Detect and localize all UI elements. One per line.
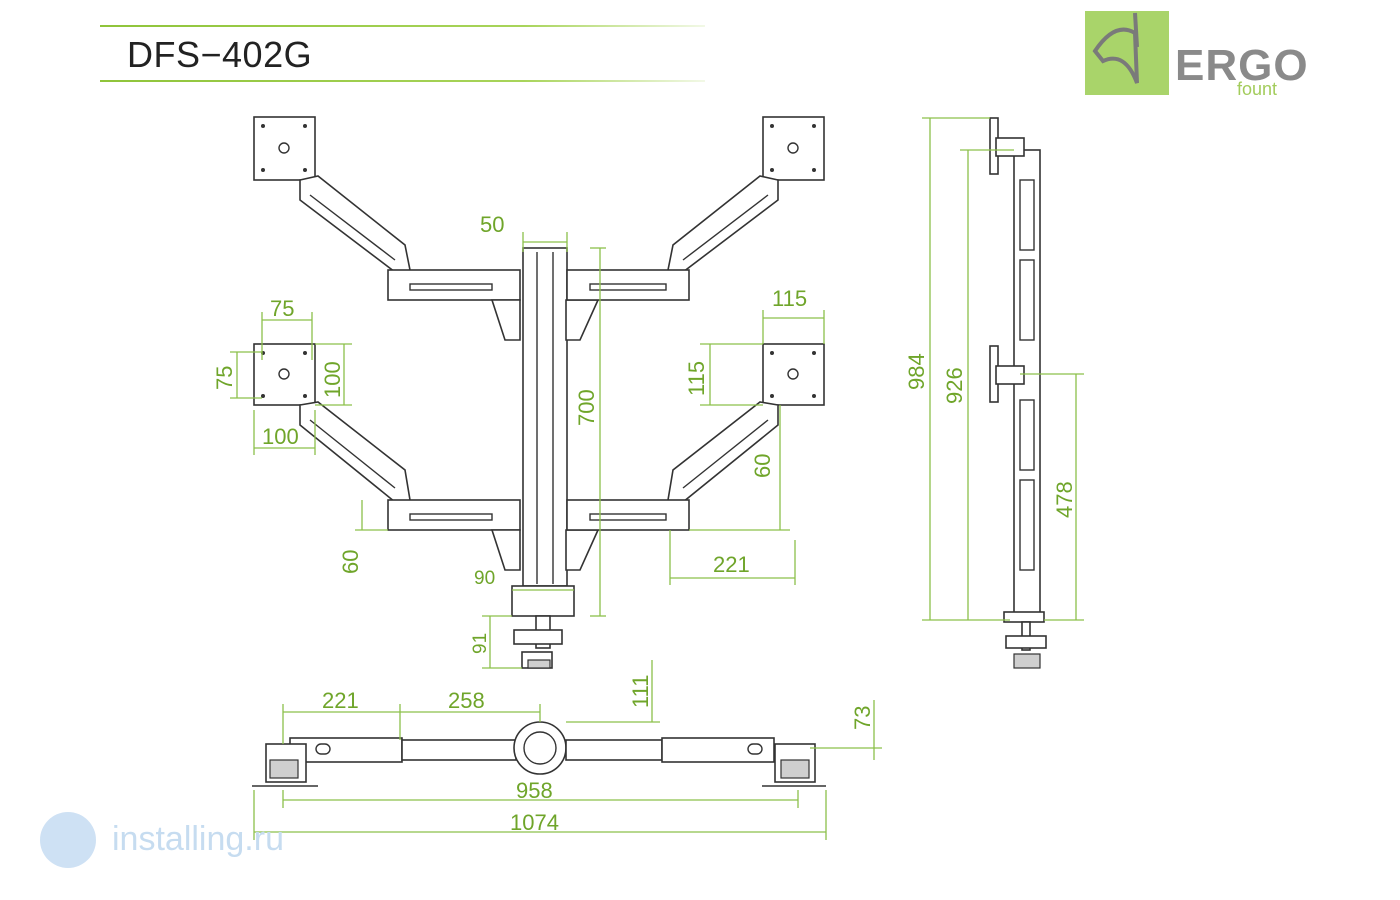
watermark: installing.ru xyxy=(20,806,320,876)
dim-pole-height: 700 xyxy=(574,389,599,426)
top-pole-hub xyxy=(513,721,567,775)
side-pole xyxy=(1013,149,1041,621)
dim-vesa-115-left: 115 xyxy=(684,361,709,396)
watermark-text: installing.ru xyxy=(112,820,284,858)
dim-top-111: 111 xyxy=(628,675,653,708)
dim-side-984: 984 xyxy=(904,353,929,390)
logo-sub-text: fount xyxy=(1237,79,1278,99)
header-rule-bottom xyxy=(100,80,705,82)
model-title: DFS−402G xyxy=(127,34,313,75)
arm-upper-right xyxy=(667,175,779,273)
logo-mark xyxy=(1085,11,1169,95)
dim-vesa-75-top: 75 xyxy=(270,296,294,321)
arm-upper-left xyxy=(299,175,411,273)
front-view: 50 75 75 100 100 115 115 700 60 60 221 9… xyxy=(212,116,825,669)
header-rule-top xyxy=(100,25,705,27)
dim-vesa-100-bottom: 100 xyxy=(262,424,299,449)
top-arm-right-outer xyxy=(661,737,775,763)
brand-logo: ERGO fount xyxy=(1085,11,1308,101)
dim-top-958: 958 xyxy=(516,778,553,803)
dim-arm-reach: 221 xyxy=(713,552,750,577)
dim-vesa-75-left: 75 xyxy=(212,366,237,390)
pole xyxy=(522,247,568,587)
dim-side-478: 478 xyxy=(1052,481,1077,518)
logo-swoosh-icon xyxy=(1092,12,1139,84)
dim-side-926: 926 xyxy=(942,367,967,404)
watermark-globe-icon xyxy=(40,812,96,868)
dim-arm-height-left: 60 xyxy=(338,550,363,574)
dim-top-1074: 1074 xyxy=(510,810,559,835)
dim-clamp-91: 91 xyxy=(470,633,491,654)
top-view: 221 258 111 73 958 1074 xyxy=(252,660,882,840)
dim-top-221: 221 xyxy=(322,688,359,713)
side-view: 984 926 478 xyxy=(904,117,1084,669)
dim-top-73: 73 xyxy=(850,706,875,730)
dim-clamp-90: 90 xyxy=(474,568,495,589)
logo-brand-text: ERGO xyxy=(1175,41,1309,90)
clamp xyxy=(511,585,575,617)
dim-vesa-115-top: 115 xyxy=(772,286,807,311)
dim-arm-height-right: 60 xyxy=(750,454,775,478)
dim-vesa-100-right: 100 xyxy=(320,361,345,398)
dim-top-258: 258 xyxy=(448,688,485,713)
dim-pole-width: 50 xyxy=(480,212,504,237)
